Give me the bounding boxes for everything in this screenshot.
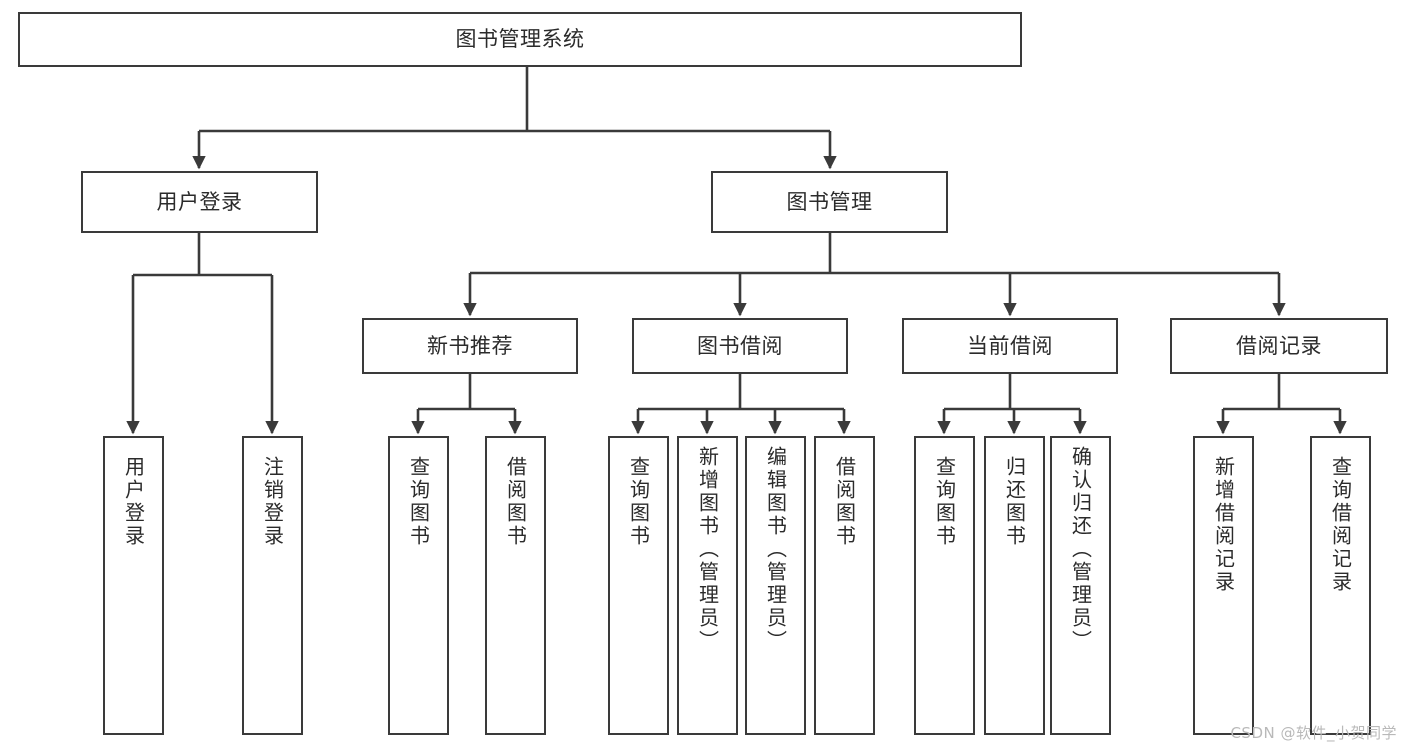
node-label: 借阅图书 — [832, 456, 857, 548]
node-leaf-borrow-book-new[interactable]: 借阅图书 — [485, 436, 546, 735]
node-label: 用户登录 — [156, 189, 243, 214]
node-leaf-borrow-book[interactable]: 借阅图书 — [814, 436, 875, 735]
node-leaf-user-login[interactable]: 用户登录 — [103, 436, 164, 735]
node-leaf-logout[interactable]: 注销登录 — [242, 436, 303, 735]
node-label: 新增图书（管理员） — [695, 446, 720, 653]
node-label: 借阅记录 — [1236, 333, 1322, 358]
node-user-login[interactable]: 用户登录 — [81, 171, 318, 233]
node-leaf-return-book[interactable]: 归还图书 — [984, 436, 1045, 735]
node-label: 借阅图书 — [503, 456, 528, 548]
node-leaf-query-borrow-record[interactable]: 查询借阅记录 — [1310, 436, 1371, 735]
node-book-borrow[interactable]: 图书借阅 — [632, 318, 848, 374]
node-label: 查询图书 — [626, 456, 651, 548]
node-label: 当前借阅 — [967, 333, 1053, 358]
node-leaf-query-book-current[interactable]: 查询图书 — [914, 436, 975, 735]
node-leaf-add-borrow-record[interactable]: 新增借阅记录 — [1193, 436, 1254, 735]
node-label: 用户登录 — [121, 456, 146, 548]
node-leaf-query-book-new[interactable]: 查询图书 — [388, 436, 449, 735]
node-leaf-add-book-admin[interactable]: 新增图书（管理员） — [677, 436, 738, 735]
node-book-management[interactable]: 图书管理 — [711, 171, 948, 233]
node-label: 新增借阅记录 — [1211, 456, 1236, 594]
node-label: 查询图书 — [932, 456, 957, 548]
node-borrow-records[interactable]: 借阅记录 — [1170, 318, 1388, 374]
node-leaf-confirm-return-admin[interactable]: 确认归还（管理员） — [1050, 436, 1111, 735]
node-label: 图书借阅 — [697, 333, 783, 358]
node-label: 查询借阅记录 — [1328, 456, 1353, 594]
node-label: 查询图书 — [406, 456, 431, 548]
node-label: 图书管理系统 — [455, 27, 585, 52]
node-label: 编辑图书（管理员） — [763, 446, 788, 653]
node-label: 确认归还（管理员） — [1068, 446, 1093, 653]
csdn-watermark: CSDN @软件_小贺同学 — [1230, 724, 1397, 742]
node-leaf-edit-book-admin[interactable]: 编辑图书（管理员） — [745, 436, 806, 735]
node-root-book-management-system[interactable]: 图书管理系统 — [18, 12, 1022, 67]
node-leaf-query-book-borrow[interactable]: 查询图书 — [608, 436, 669, 735]
node-current-borrow[interactable]: 当前借阅 — [902, 318, 1118, 374]
node-label: 归还图书 — [1002, 456, 1027, 548]
node-new-book-recommend[interactable]: 新书推荐 — [362, 318, 578, 374]
node-label: 注销登录 — [260, 456, 285, 548]
node-label: 新书推荐 — [427, 333, 513, 358]
node-label: 图书管理 — [786, 189, 873, 214]
